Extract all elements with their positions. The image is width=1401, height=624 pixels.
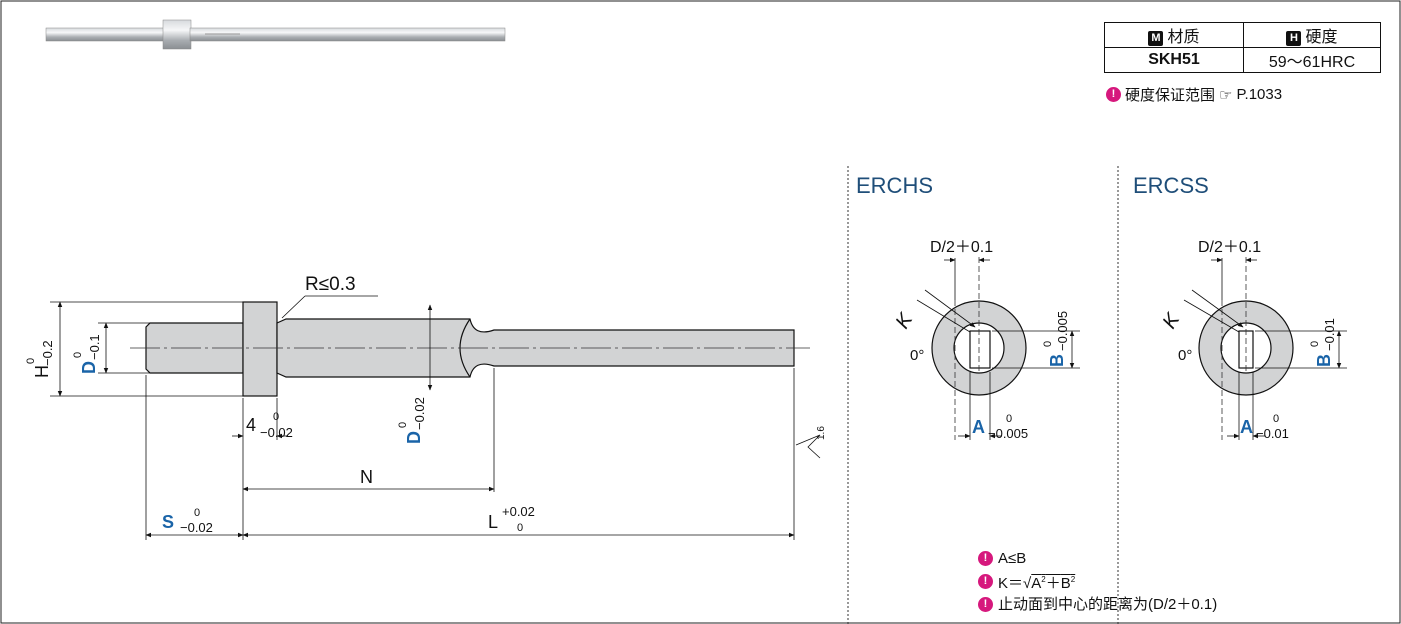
a-label: A: [1240, 417, 1253, 437]
d-tol-lower: −0.1: [87, 334, 102, 360]
h-label-group: H 0 −0.2: [25, 340, 55, 378]
info-pin-icon: !: [978, 551, 993, 566]
pin-side-view: [145, 301, 795, 397]
b-tol-upper: 0: [1309, 341, 1321, 347]
section-view-erchs: ERCHS D/2＋0.1 K 0° B 0 −0.005 A 0 −0.005: [856, 173, 1080, 441]
d-tol-upper: 0: [72, 352, 84, 358]
angle-label: 0°: [910, 347, 924, 364]
d2-label-group: D 0 −0.02: [397, 397, 427, 444]
b-tol-upper: 0: [1042, 341, 1054, 347]
hardness-note-ref: P.1033: [1236, 86, 1283, 103]
d-label: D: [79, 361, 99, 374]
d-dimension: [98, 322, 150, 374]
roughness-value: 1.6: [816, 426, 827, 440]
b-label: B: [1047, 354, 1067, 367]
formula-prefix: K＝√: [998, 575, 1032, 592]
b-label-group: B 0 −0.005: [1042, 311, 1070, 367]
note-text: 止动面到中心的距离为(D/2＋0.1): [998, 596, 1218, 613]
offset-label: D/2＋0.1: [1198, 239, 1261, 256]
b-label: B: [1314, 354, 1334, 367]
angle-label: 0°: [1178, 347, 1192, 364]
formula-radicand: A2＋B2: [1031, 575, 1076, 592]
head-tol-upper: 0: [273, 411, 279, 423]
s-tol-upper: 0: [194, 507, 200, 519]
a-tol-lower: −0.01: [1256, 426, 1289, 441]
offset-label: D/2＋0.1: [930, 239, 993, 256]
info-pin-icon: !: [978, 574, 993, 589]
head-label: 4: [246, 415, 256, 435]
roughness-symbol: [795, 434, 821, 459]
s-label: S: [162, 512, 174, 532]
section-title: ERCHS: [856, 173, 933, 198]
info-pin-icon: !: [1106, 87, 1121, 102]
note-formula: K＝√A2＋B2: [998, 569, 1075, 594]
k-label: K: [1158, 308, 1185, 332]
a-tol-upper: 0: [1273, 413, 1279, 425]
note-item: ! 止动面到中心的距离为(D/2＋0.1): [978, 594, 1217, 615]
note-text: A≤B: [998, 550, 1027, 567]
d2-tol-upper: 0: [397, 422, 409, 428]
n-label: N: [360, 467, 373, 487]
r-leader: [281, 295, 306, 319]
r-label: R≤0.3: [305, 274, 356, 295]
note-item: ! K＝√A2＋B2: [978, 569, 1217, 594]
extension-lines: [145, 368, 795, 540]
a-label: A: [972, 417, 985, 437]
hardness-note: ! 硬度保证范围 ☞ P.1033: [1106, 84, 1282, 105]
head-tol-lower: −0.02: [260, 425, 293, 440]
b-tol-lower: −0.005: [1055, 311, 1070, 351]
d2-tol-lower: −0.02: [412, 397, 427, 430]
product-photo: [45, 19, 506, 50]
hardness-tag-icon: H: [1286, 31, 1302, 46]
notes: ! A≤B ! K＝√A2＋B2 ! 止动面到中心的距离为(D/2＋0.1): [978, 548, 1217, 615]
d-label-group: D 0 −0.1: [72, 334, 102, 374]
hardness-note-text: 硬度保证范围: [1125, 87, 1216, 104]
section-view-ercss: ERCSS D/2＋0.1 K 0° B 0 −0.01 A 0 −0.01: [1133, 173, 1347, 441]
pointing-hand-icon: ☞: [1219, 86, 1233, 104]
h-tol-lower: −0.2: [40, 340, 55, 366]
b-label-group: B 0 −0.01: [1309, 318, 1337, 367]
material-header-label: 材质: [1167, 29, 1200, 46]
h-dimension: [50, 301, 243, 397]
info-pin-icon: !: [978, 597, 993, 612]
material-tag-icon: M: [1148, 31, 1164, 46]
section-title: ERCSS: [1133, 173, 1209, 198]
b-tol-lower: −0.01: [1322, 318, 1337, 351]
k-label: K: [891, 308, 918, 332]
d2-label: D: [404, 431, 424, 444]
note-item: ! A≤B: [978, 548, 1217, 569]
material-value: SKH51: [1104, 47, 1244, 73]
a-tol-lower: −0.005: [988, 426, 1028, 441]
hardness-value: 59～61HRC: [1243, 47, 1381, 73]
l-tol-upper: +0.02: [502, 504, 535, 519]
h-tol-upper: 0: [25, 358, 37, 364]
a-tol-upper: 0: [1006, 413, 1012, 425]
l-label: L: [488, 512, 498, 532]
h-label: H: [32, 365, 52, 378]
l-tol-lower: 0: [517, 522, 523, 534]
s-tol-lower: −0.02: [180, 520, 213, 535]
hardness-header-label: 硬度: [1305, 29, 1338, 46]
